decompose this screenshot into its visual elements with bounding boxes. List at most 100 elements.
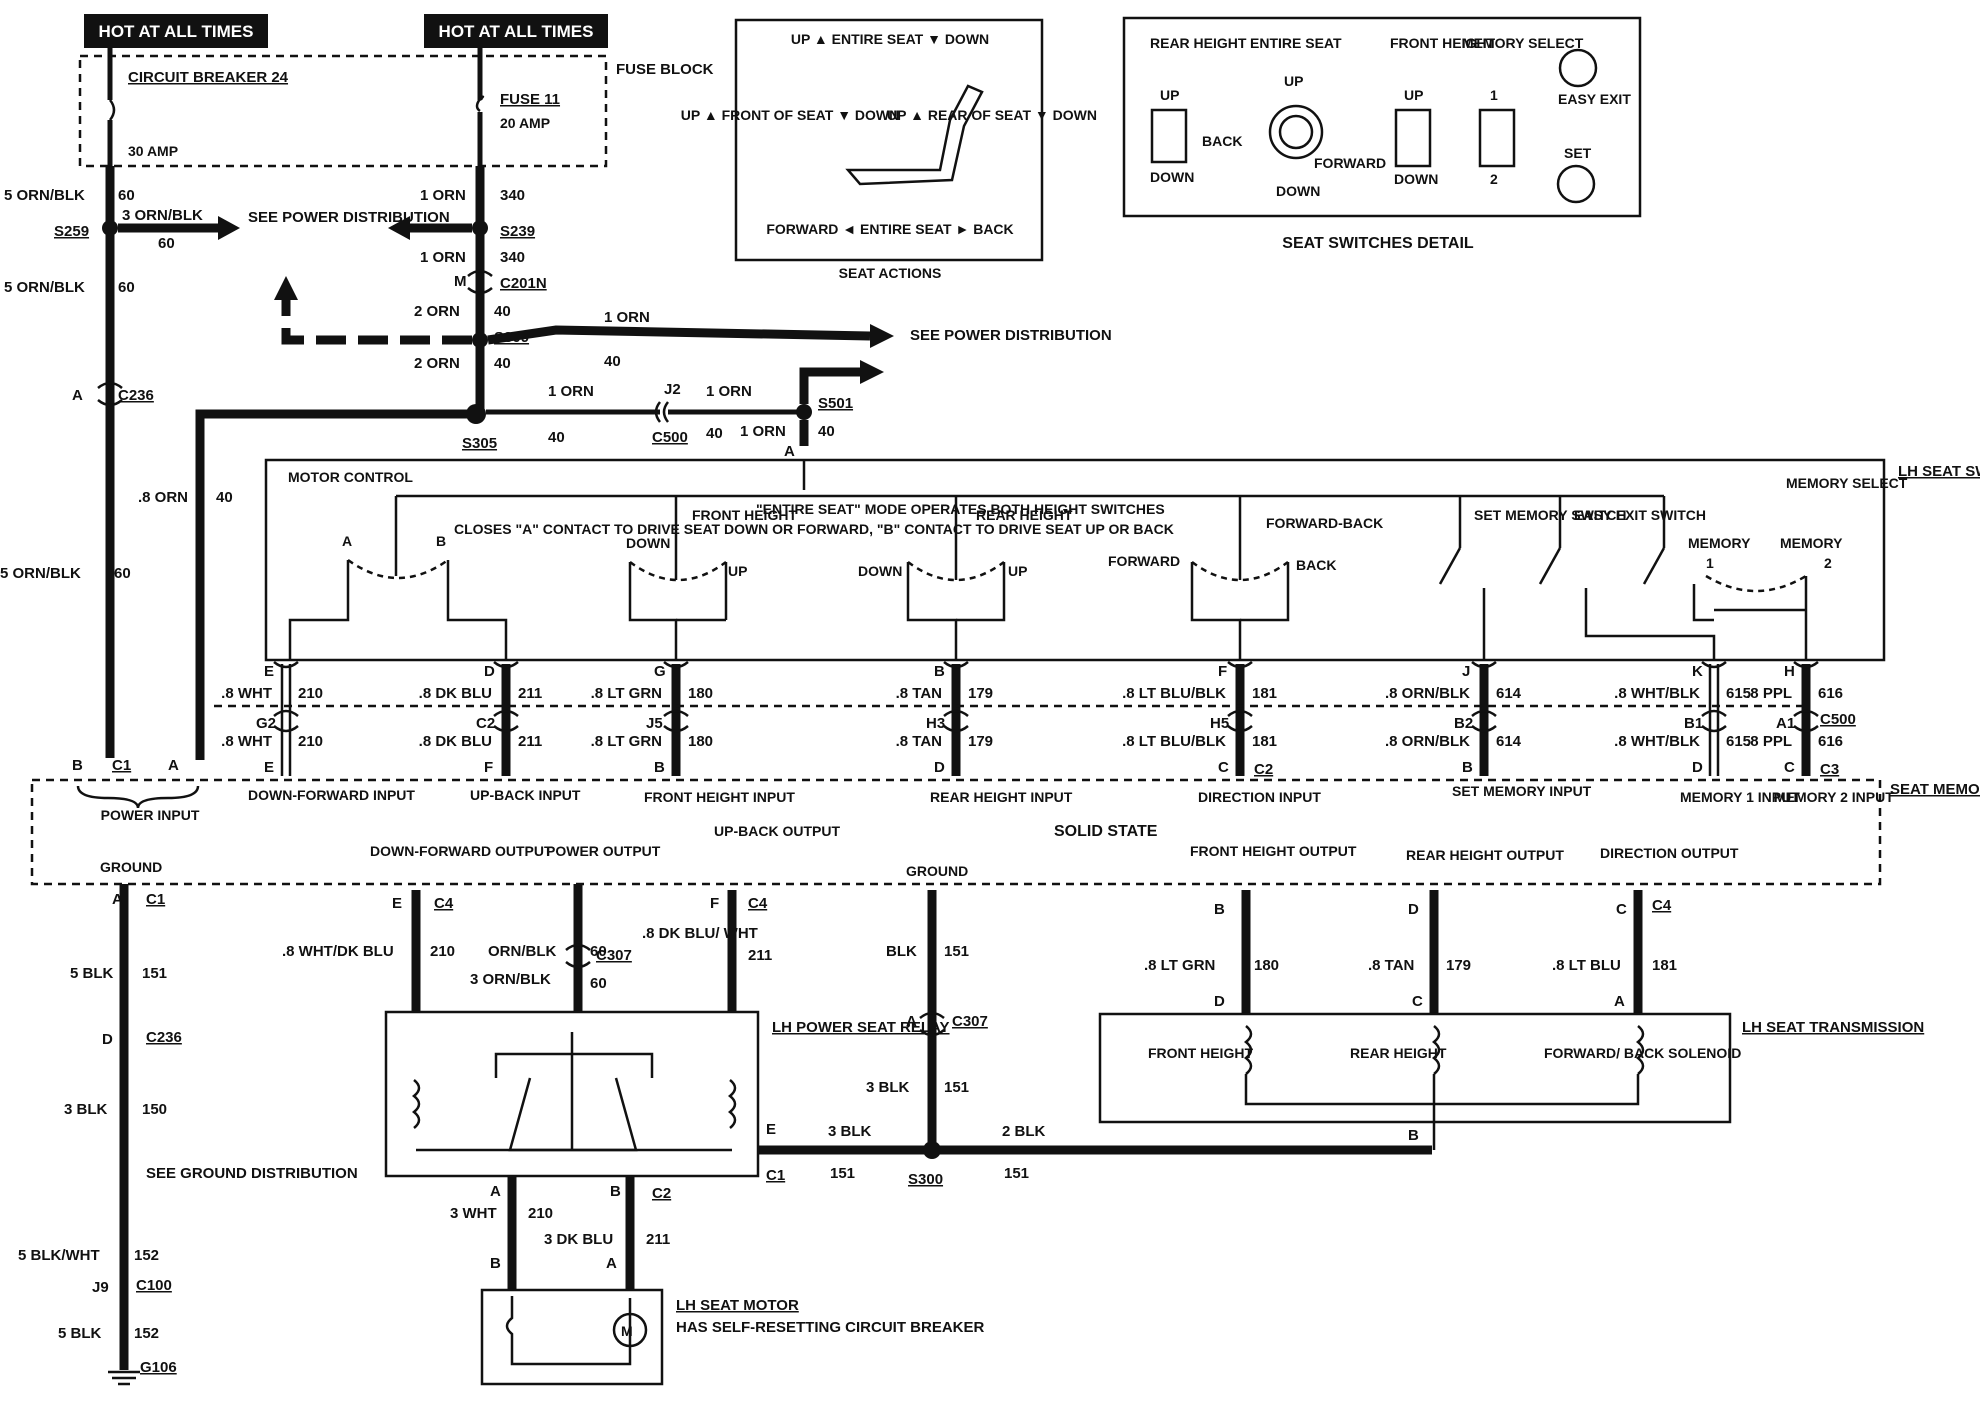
s501-label: S501 bbox=[818, 395, 853, 412]
c100-j9-pin: J9 bbox=[92, 1279, 109, 1296]
splice-s239 bbox=[472, 220, 488, 236]
circuit-breaker-name: CIRCUIT BREAKER 24 bbox=[128, 69, 289, 86]
module-front-height-input: FRONT HEIGHT INPUT bbox=[644, 789, 795, 805]
wire-1orn-label-c: 1 ORN bbox=[604, 309, 650, 326]
module-up-back-input: UP-BACK INPUT bbox=[470, 787, 581, 803]
col-179-pin-switch: B bbox=[934, 663, 945, 680]
module-ground-2: GROUND bbox=[906, 863, 968, 879]
connector-c500-j2-icon bbox=[654, 401, 670, 423]
col-616-connector-c500-icon bbox=[1793, 709, 1819, 733]
module-connector-label-0: C2 bbox=[1254, 761, 1273, 778]
front-height-coil-icon bbox=[1244, 1025, 1253, 1075]
wire-5orn-label-2: 5 ORN/BLK bbox=[4, 279, 85, 296]
detail-rear-switch-icon bbox=[1150, 108, 1188, 164]
see-ground: SEE GROUND DISTRIBUTION bbox=[146, 1165, 358, 1182]
col-179-circuit: 179 bbox=[968, 685, 993, 702]
col-180-connector-c500-icon bbox=[663, 709, 689, 733]
wire-211-label-m: 211 bbox=[646, 1231, 670, 1248]
wire-181-label-t: 181 bbox=[1652, 957, 1677, 974]
wire-3blk-e-label: 3 BLK bbox=[828, 1123, 872, 1140]
s239-label: S239 bbox=[500, 223, 535, 240]
wire-40-label-b: 40 bbox=[494, 355, 511, 372]
detail-mem-2: 2 bbox=[1490, 171, 1498, 187]
col-211-circuit-2: 211 bbox=[518, 733, 542, 750]
col-616-circuit: 616 bbox=[1818, 685, 1843, 702]
wire-60-label-b: 60 bbox=[158, 235, 175, 252]
set-button-icon bbox=[1556, 164, 1596, 204]
forward-back-label: FORWARD-BACK bbox=[1266, 515, 1383, 531]
col-614-wire-color-2: .8 ORN/BLK bbox=[1385, 733, 1470, 750]
col-179-circuit-2: 179 bbox=[968, 733, 993, 750]
module-c1-label: C1 bbox=[112, 757, 131, 774]
relay-in-e-pin: E bbox=[392, 895, 402, 912]
front-height-label: FRONT HEIGHT bbox=[692, 507, 797, 523]
col-616-wire-color-2: .8 PPL bbox=[1746, 733, 1792, 750]
col-210-pin-module: E bbox=[264, 759, 274, 776]
circuit-breaker-rating: 30 AMP bbox=[128, 143, 178, 159]
seat-outline-icon bbox=[845, 84, 984, 186]
motor-control-label: MOTOR CONTROL bbox=[288, 469, 413, 485]
col-211-connector-c500-icon bbox=[493, 709, 519, 733]
trans-d-pin: D bbox=[1214, 993, 1225, 1010]
col-180-wire-color-2: .8 LT GRN bbox=[591, 733, 662, 750]
wire-60-label-r2: 60 bbox=[590, 975, 607, 992]
col-614-connector-top-icon bbox=[1471, 661, 1497, 669]
wire-blk-label: BLK bbox=[886, 943, 917, 960]
col-179-wire-color-2: .8 TAN bbox=[896, 733, 942, 750]
seat-actions-caption: SEAT ACTIONS bbox=[839, 265, 942, 281]
switch-detail-box bbox=[1122, 16, 1642, 218]
rear-height-coil-icon bbox=[1432, 1025, 1441, 1075]
wire-210-label-m: 210 bbox=[528, 1205, 553, 1222]
wire-151-label-g: 151 bbox=[944, 943, 969, 960]
wire-1orn-right bbox=[487, 325, 871, 345]
c236-d-pin: D bbox=[102, 1031, 113, 1048]
motor-m-symbol: M bbox=[621, 1323, 633, 1339]
wire-40-label-c: 40 bbox=[604, 353, 621, 370]
c307-bottom-label: C307 bbox=[952, 1013, 988, 1030]
seat-actions-fwd-back: FORWARD ◄ ENTIRE SEAT ► BACK bbox=[766, 221, 1013, 237]
col-181-pin-module: C bbox=[1218, 759, 1229, 776]
rear-height-up: UP bbox=[1008, 563, 1027, 579]
col-179-wire-color: .8 TAN bbox=[896, 685, 942, 702]
wire-151-label: 151 bbox=[142, 965, 167, 982]
col-210-circuit: 210 bbox=[298, 685, 323, 702]
col-180-connector-top-icon bbox=[663, 661, 689, 669]
motor-note: HAS SELF-RESETTING CIRCUIT BREAKER bbox=[676, 1319, 985, 1336]
circuit-breaker-icon bbox=[108, 99, 116, 121]
col-211-wire-color-2: .8 DK BLU bbox=[419, 733, 492, 750]
col-179-pin-module: D bbox=[934, 759, 945, 776]
lh-seat-switches-title: LH SEAT SWITCHES bbox=[1898, 463, 1980, 480]
closes-note: CLOSES "A" CONTACT TO DRIVE SEAT DOWN OR… bbox=[454, 521, 1174, 537]
lower-c236-label: C236 bbox=[146, 1029, 182, 1046]
detail-front-switch-icon bbox=[1394, 108, 1432, 168]
wire-8tan-label: .8 TAN bbox=[1368, 957, 1414, 974]
wire-151-label-h: 151 bbox=[944, 1079, 969, 1096]
c307-top-label: C307 bbox=[596, 947, 632, 964]
solenoid-coil-icon bbox=[1636, 1025, 1645, 1075]
wire-40-label-a: 40 bbox=[494, 303, 511, 320]
motor-b2-pin: B bbox=[490, 1255, 501, 1272]
col-616-wire-color: .8 PPL bbox=[1746, 685, 1792, 702]
front-height-up: UP bbox=[728, 563, 747, 579]
module-solid-state: SOLID STATE bbox=[1054, 823, 1158, 840]
hot-banner-left-text: HOT AT ALL TIMES bbox=[99, 22, 254, 41]
module-power-output: POWER OUTPUT bbox=[546, 843, 661, 859]
detail-entire-up: UP bbox=[1284, 73, 1303, 89]
forward-label: FORWARD bbox=[1108, 553, 1180, 569]
seat-actions-box bbox=[734, 18, 1044, 262]
detail-memory-select: MEMORY SELECT bbox=[1462, 35, 1584, 51]
motor-b-contact: B bbox=[436, 533, 446, 549]
wire-1orn-label-e: 1 ORN bbox=[706, 383, 752, 400]
col-181-wire-color-2: .8 LT BLU/BLK bbox=[1122, 733, 1226, 750]
j2-label: J2 bbox=[664, 381, 681, 398]
memory-1-label: MEMORY bbox=[1688, 535, 1751, 551]
wire-152b-label: 152 bbox=[134, 1325, 159, 1342]
fuse-name: FUSE 11 bbox=[500, 91, 560, 108]
wire-2orn-label-a: 2 ORN bbox=[414, 303, 460, 320]
s305-label: S305 bbox=[462, 435, 497, 452]
wire-5orn-label: 5 ORN/BLK bbox=[4, 187, 85, 204]
wire-8orn-label: .8 ORN bbox=[138, 489, 188, 506]
trans-rear-height: REAR HEIGHT bbox=[1350, 1045, 1447, 1061]
